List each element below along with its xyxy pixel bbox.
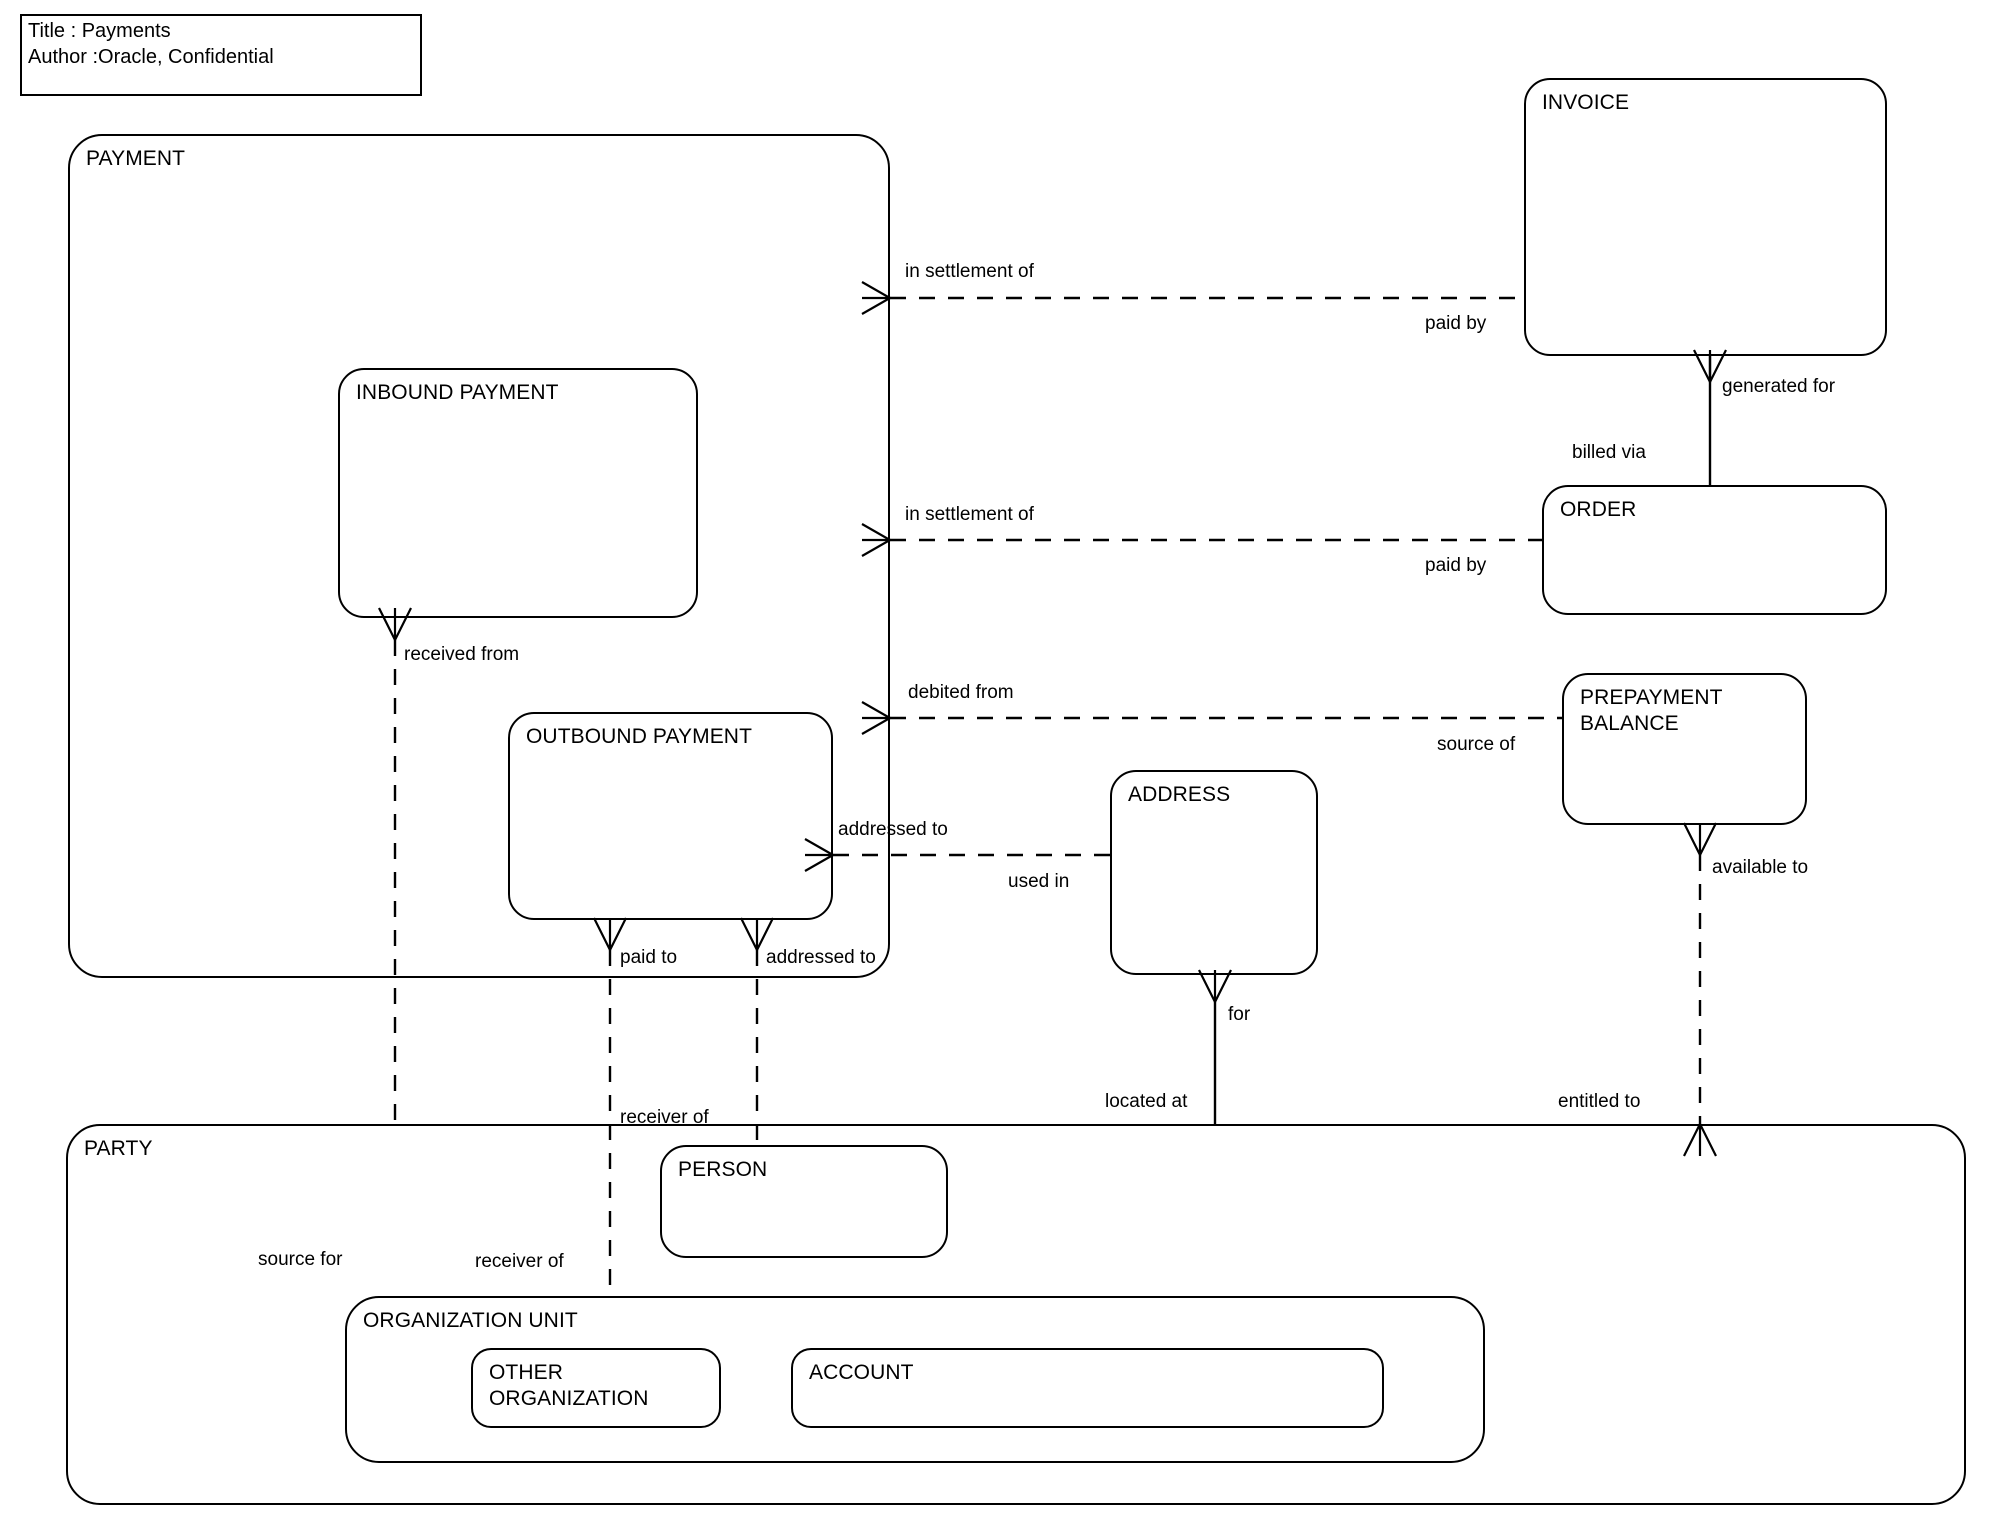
rel-label-received-from: received from: [404, 644, 520, 665]
rel-label-generated-for: generated for: [1722, 376, 1836, 397]
rel-label-source-of: source of: [1437, 734, 1516, 755]
entity-label-address: ADDRESS: [1128, 783, 1231, 806]
rel-label-used-in: used in: [1008, 871, 1070, 892]
rel-label-receiver-of-org: receiver of: [475, 1251, 564, 1272]
rel-label-addressed-to-address: addressed to: [838, 819, 948, 840]
entity-organization-unit[interactable]: ORGANIZATION UNIT: [345, 1296, 1485, 1463]
entity-person[interactable]: PERSON: [660, 1145, 948, 1258]
entity-outbound-payment[interactable]: OUTBOUND PAYMENT: [508, 712, 833, 920]
rel-label-available-to: available to: [1712, 857, 1809, 878]
entity-address[interactable]: ADDRESS: [1110, 770, 1318, 975]
entity-prepayment-balance[interactable]: PREPAYMENT BALANCE: [1562, 673, 1807, 825]
entity-label-order: ORDER: [1560, 498, 1637, 521]
entity-label-invoice: INVOICE: [1542, 91, 1630, 114]
rel-label-billed-via: billed via: [1572, 442, 1646, 463]
rel-label-for: for: [1228, 1004, 1251, 1025]
entity-label-account: ACCOUNT: [809, 1361, 914, 1384]
entity-party[interactable]: PARTY: [66, 1124, 1966, 1505]
entity-order[interactable]: ORDER: [1542, 485, 1887, 615]
entity-label-organization-unit: ORGANIZATION UNIT: [363, 1309, 578, 1332]
entity-label-prepayment-balance: PREPAYMENT BALANCE: [1580, 686, 1723, 735]
rel-label-debited-from: debited from: [908, 682, 1014, 703]
entity-inbound-payment[interactable]: INBOUND PAYMENT: [338, 368, 698, 618]
rel-label-in-settlement-of-invoice: in settlement of: [905, 261, 1034, 282]
entity-label-person: PERSON: [678, 1158, 768, 1181]
entity-label-outbound-payment: OUTBOUND PAYMENT: [526, 725, 752, 748]
rel-label-paid-to: paid to: [620, 947, 678, 968]
rel-label-entitled-to: entitled to: [1558, 1091, 1641, 1112]
rel-label-paid-by-order: paid by: [1425, 555, 1487, 576]
entity-invoice[interactable]: INVOICE: [1524, 78, 1887, 356]
entity-label-party: PARTY: [84, 1137, 153, 1160]
rel-label-located-at: located at: [1105, 1091, 1188, 1112]
rel-label-receiver-of-person: receiver of: [620, 1107, 709, 1128]
diagram-title-block: Title : Payments Author :Oracle, Confide…: [20, 14, 422, 96]
entity-account[interactable]: ACCOUNT: [791, 1348, 1384, 1428]
entity-label-payment: PAYMENT: [86, 147, 186, 170]
entity-other-organization[interactable]: OTHER ORGANIZATION: [471, 1348, 721, 1428]
rel-label-in-settlement-of-order: in settlement of: [905, 504, 1034, 525]
entity-label-inbound-payment: INBOUND PAYMENT: [356, 381, 559, 404]
entity-label-other-organization: OTHER ORGANIZATION: [489, 1361, 649, 1410]
rel-label-source-for: source for: [258, 1249, 343, 1270]
diagram-title-text: Title : Payments Author :Oracle, Confide…: [28, 20, 274, 68]
rel-label-paid-by-invoice: paid by: [1425, 313, 1487, 334]
rel-label-addressed-to-person: addressed to: [766, 947, 876, 968]
entity-payment[interactable]: PAYMENT: [68, 134, 890, 978]
